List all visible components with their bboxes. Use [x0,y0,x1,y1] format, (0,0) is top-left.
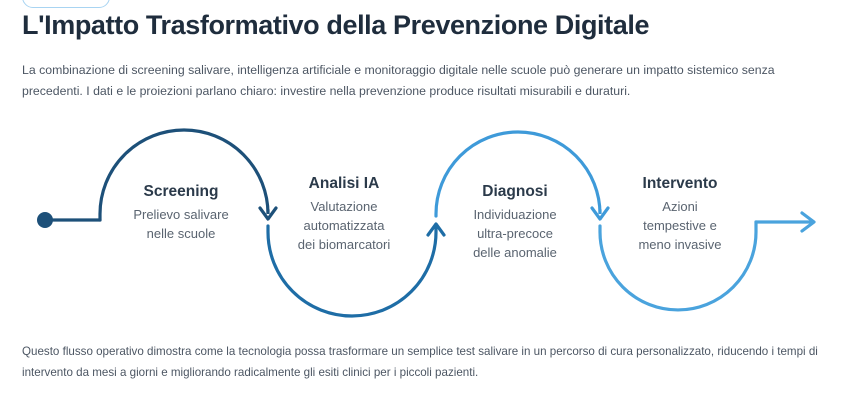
arc-intervento-to-end [598,220,758,312]
flow-step-intervento: Intervento Azioni tempestive e meno inva… [605,174,755,254]
footer-caption: Questo flusso operativo dimostra come la… [22,345,818,379]
process-flow-diagram: Screening Prelievo salivare nelle scuole… [0,118,845,318]
page-title: L'Impatto Trasformativo della Prevenzion… [22,10,650,40]
arc-analisi-to-diagnosi [266,224,438,318]
arrowhead-up-diagnosi [426,222,446,237]
flow-step-diagnosi: Diagnosi Individuazione ultra-precoce de… [440,182,590,262]
flow-step-title: Analisi IA [308,175,380,192]
flow-step-description: Prelievo salivare nelle scuole [106,205,256,243]
flow-step-desc-line: nelle scuole [146,226,216,241]
arc-screening-to-analisi [98,128,270,222]
end-arrow-icon [800,211,816,233]
arrowhead-down-intervento [590,206,610,221]
flow-step-description: Individuazione ultra-precoce delle anoma… [440,205,590,262]
flow-step-title: Diagnosi [482,183,548,200]
flow-step-desc-line: dei biomarcatori [297,237,391,252]
flow-step-desc-line: automatizzata [303,218,385,233]
flow-step-desc-line: meno invasive [638,237,722,252]
flow-step-description: Azioni tempestive e meno invasive [605,197,755,254]
flow-step-title: Screening [143,183,219,200]
flow-step-desc-line: ultra-precoce [477,226,553,241]
intro-paragraph: La combinazione di screening salivare, i… [22,63,775,98]
flow-step-screening: Screening Prelievo salivare nelle scuole [106,182,256,243]
flow-step-desc-line: Azioni [662,199,698,214]
flow-step-title: Intervento [642,175,718,192]
flow-step-desc-line: Prelievo salivare [133,207,229,222]
flow-step-desc-line: tempestive e [643,218,717,233]
top-pill-badge [22,0,110,8]
flow-step-desc-line: Valutazione [310,199,378,214]
flow-step-analisi-ia: Analisi IA Valutazione automatizzata dei… [269,174,419,254]
flow-step-description: Valutazione automatizzata dei biomarcato… [269,197,419,254]
flow-step-desc-line: Individuazione [473,207,557,222]
arc-diagnosi-to-intervento [434,130,602,218]
start-dot [37,212,53,228]
arrowhead-down-analisi [258,206,278,221]
flow-connector-svg [37,128,816,318]
flow-step-desc-line: delle anomalie [473,245,557,260]
